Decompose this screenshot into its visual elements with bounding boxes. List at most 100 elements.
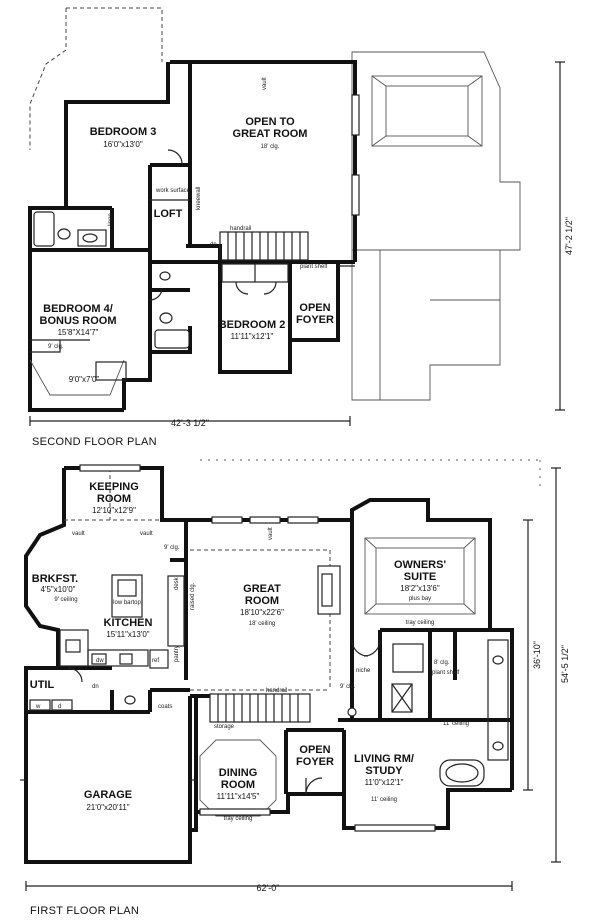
nine-clg-lower-note: 9' clg. bbox=[340, 684, 356, 690]
first-depth-inner-dim: 36'-10" bbox=[532, 641, 542, 669]
dining-line2: ROOM bbox=[221, 779, 255, 791]
wall-first-right bbox=[350, 498, 514, 790]
open-great-line1: OPEN TO bbox=[245, 116, 295, 128]
keeping-line1: KEEPING bbox=[89, 481, 139, 493]
first-depth-outer-dim: 54'-5 1/2" bbox=[560, 645, 570, 683]
first-width-dim: 62'-0" bbox=[257, 883, 280, 893]
handrail-upper-note: handrail bbox=[230, 226, 251, 232]
open-foyer-upper-line1: OPEN bbox=[299, 302, 330, 314]
dining-line1: DINING bbox=[219, 767, 258, 779]
second-depth-dim: 47'-2 1/2" bbox=[564, 217, 574, 255]
great-line1: GREAT bbox=[243, 583, 281, 595]
owners-line1: OWNERS' bbox=[394, 559, 447, 571]
study-note: 11' ceiling bbox=[371, 797, 397, 803]
open-great-line2: GREAT ROOM bbox=[233, 128, 308, 140]
owners-note: plus bay bbox=[409, 596, 431, 602]
roof-hip-inner bbox=[385, 85, 469, 137]
dn-lower-note: dn bbox=[92, 684, 99, 690]
brkfst-size: 4'5"x10'0" bbox=[41, 585, 76, 594]
stair-upper bbox=[219, 231, 309, 261]
toilet-upper bbox=[57, 228, 71, 240]
vault-right-note: vault bbox=[140, 531, 153, 537]
stair-lower bbox=[209, 693, 311, 723]
owners-size: 18'2"x13'6" bbox=[400, 584, 440, 593]
garage-size: 21'0"x20'11" bbox=[86, 803, 129, 812]
eight-clg-note: 8' clg. bbox=[434, 660, 450, 666]
great-line2: ROOM bbox=[245, 595, 279, 607]
niche-note: niche bbox=[356, 668, 371, 674]
keeping-line2: ROOM bbox=[97, 493, 131, 505]
open-foyer-lower-line2: FOYER bbox=[296, 756, 334, 768]
roof-outline-right bbox=[351, 51, 521, 401]
roof-dashed-outline bbox=[66, 7, 163, 62]
great-size: 18'10"x22'6" bbox=[240, 608, 284, 617]
linen-note: linen bbox=[108, 213, 114, 226]
ref-note: ref bbox=[152, 658, 159, 664]
owners-tray-outer bbox=[364, 537, 476, 615]
kitchen-size: 15'11"x13'0" bbox=[106, 630, 149, 639]
keeping-size: 12'10"x12'9" bbox=[92, 506, 136, 515]
low-bartop-note: low bartop bbox=[113, 600, 141, 606]
dishwasher-note: dw bbox=[96, 658, 104, 664]
dining-note: tray ceiling bbox=[224, 816, 253, 822]
bathtub-upper bbox=[33, 211, 55, 247]
vault-left-note: vault bbox=[72, 531, 85, 537]
dining-size: 11'11"x14'5" bbox=[217, 792, 260, 801]
dryer-note: d bbox=[58, 704, 61, 710]
roof-hip bbox=[371, 75, 483, 147]
dining-tray bbox=[199, 739, 277, 817]
raised-clg-note: raised clg. bbox=[190, 582, 196, 610]
study-line1: LIVING RM/ bbox=[354, 753, 414, 765]
bedroom2-size: 11'11"x12'1" bbox=[231, 332, 274, 341]
bonus-alcove-note: 9' clg. bbox=[48, 344, 64, 350]
master-tub-square bbox=[392, 643, 424, 673]
dn-upper-note: dn bbox=[210, 242, 217, 248]
roof-dashed-outline-left bbox=[29, 8, 67, 150]
desk-note: desk bbox=[174, 576, 180, 590]
open-foyer-upper-line2: FOYER bbox=[296, 314, 334, 326]
loft-name: LOFT bbox=[154, 208, 183, 220]
pantry-note: pantry bbox=[174, 645, 180, 662]
first-floor-title: FIRST FLOOR PLAN bbox=[30, 905, 139, 917]
second-floor-plan: BEDROOM 3 16'0"x13'0" OPEN TO GREAT ROOM… bbox=[28, 7, 574, 448]
brkfst-name: BRKFST. bbox=[32, 573, 78, 585]
nine-clg-note: 9' clg. bbox=[164, 545, 180, 551]
coats-note: coats bbox=[158, 704, 172, 710]
vault-upper-note: vault bbox=[262, 77, 268, 90]
storage-note: storage bbox=[214, 724, 235, 730]
second-floor-title: SECOND FLOOR PLAN bbox=[32, 436, 157, 448]
owners-tray-note: tray ceiling bbox=[406, 620, 435, 626]
brkfst-note: 9' ceiling bbox=[54, 597, 77, 603]
wall-first-left bbox=[24, 468, 66, 668]
open-great-note: 18' clg. bbox=[261, 144, 280, 150]
bedroom3-name: BEDROOM 3 bbox=[90, 126, 157, 138]
sink-loft bbox=[159, 271, 171, 281]
plant-shelf-upper-note: plant shelf bbox=[300, 264, 328, 270]
work-surface-note: work surface bbox=[155, 188, 191, 194]
second-width-dim: 42'-3 1/2" bbox=[171, 418, 209, 428]
open-foyer-lower-line1: OPEN bbox=[299, 744, 330, 756]
garage-name: GARAGE bbox=[84, 789, 132, 801]
bedroom2-name: BEDROOM 2 bbox=[219, 319, 286, 331]
plant-shelf-lower-note: plant shelf bbox=[432, 670, 460, 676]
fireplace bbox=[317, 565, 341, 615]
toilet-loft bbox=[159, 312, 173, 324]
vault-great-note: vault bbox=[268, 527, 274, 540]
washer-note: w bbox=[35, 704, 41, 710]
util-name: UTIL bbox=[30, 679, 55, 691]
tub-loft bbox=[154, 329, 190, 349]
eleven-ceiling-note: 11' ceiling bbox=[443, 721, 469, 727]
first-floor-plan: KEEPING ROOM 12'10"x12'9" BRKFST. 4'5"x1… bbox=[20, 459, 570, 917]
bedroom4-size: 15'8"X14'7" bbox=[58, 328, 99, 337]
study-size: 11'0"x12'1" bbox=[365, 778, 404, 787]
owners-line2: SUITE bbox=[404, 571, 436, 583]
bedroom4-line2: BONUS ROOM bbox=[40, 315, 117, 327]
kitchen-sink bbox=[65, 639, 81, 653]
great-note: 18' ceiling bbox=[249, 621, 276, 627]
handrail-lower-note: handrail bbox=[266, 688, 287, 694]
study-line2: STUDY bbox=[365, 765, 403, 777]
bedroom3-size: 16'0"x13'0" bbox=[103, 140, 143, 149]
kitchen-name: KITCHEN bbox=[104, 617, 153, 629]
bonus-alcove-size: 9'0"x7'0" bbox=[69, 375, 100, 384]
